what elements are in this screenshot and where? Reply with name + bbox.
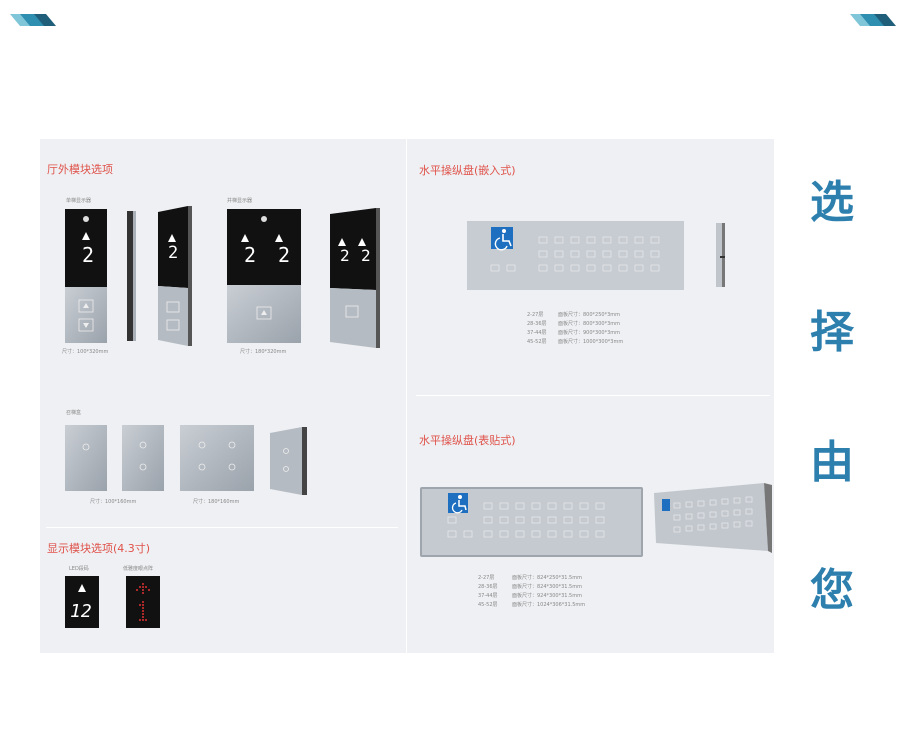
led-floor-number: 12: [70, 601, 92, 622]
embedded-panel-title: 水平操纵盘(嵌入式): [419, 164, 516, 177]
embedded-spec-list: 2-27层面板尺寸：800*250*3mm 28-36层面板尺寸：800*300…: [527, 311, 623, 347]
corner-stripes-left-icon: [10, 14, 56, 26]
dual-display-panel: [227, 209, 301, 343]
surface-spec-list: 2-27层面板尺寸：824*250*31.5mm 28-36层面板尺寸：824*…: [478, 574, 585, 610]
call-box-size-1: 尺寸：100*160mm: [90, 499, 137, 505]
angled-floor-number-left: 2: [340, 246, 350, 265]
embedded-control-panel: [467, 221, 684, 290]
embedded-spec-row: 45-52层面板尺寸：1000*300*3mm: [527, 339, 624, 345]
call-box-dual: [180, 425, 254, 491]
dot-matrix-label: 低雅度眼点阵: [123, 566, 154, 572]
display-section-title: 显示模块选项(4.3寸): [47, 542, 151, 555]
slogan-char-1: 选: [810, 177, 854, 228]
embedded-spec-row: 37-44层面板尺寸：900*300*3mm: [527, 330, 621, 336]
dual-floor-number-right: 2: [278, 243, 291, 267]
embedded-spec-row: 28-36层面板尺寸：800*300*3mm: [527, 321, 621, 327]
dot-matrix-display: [126, 576, 160, 628]
single-display-angled: [158, 206, 192, 346]
dual-display-angled: [330, 208, 380, 348]
slogan-char-4: 您: [810, 565, 854, 616]
surface-control-panel: [420, 487, 643, 557]
single-display-panel: [65, 209, 107, 343]
slogan-char-2: 择: [810, 307, 854, 358]
surface-spec-row: 45-52层面板尺寸：1024*306*31.5mm: [478, 602, 586, 608]
call-box-angled: [270, 427, 307, 495]
surface-panel-title: 水平操纵盘(表贴式): [419, 434, 516, 447]
single-floor-number: 2: [82, 243, 95, 267]
single-display-label: 单梯显示器: [66, 198, 92, 204]
surface-panel-angled: [654, 483, 772, 553]
call-box-size-2: 尺寸：180*160mm: [193, 499, 240, 505]
surface-spec-row: 37-44层面板尺寸：924*300*31.5mm: [478, 593, 582, 599]
led-segment-label: LED段码: [69, 566, 89, 572]
single-angled-floor-number: 2: [168, 243, 179, 263]
call-box-single-up: [65, 425, 107, 491]
surface-spec-row: 28-36层面板尺寸：824*300*31.5mm: [478, 584, 582, 590]
surface-spec-row: 2-27层面板尺寸：824*250*31.5mm: [478, 575, 582, 581]
right-divider: [416, 395, 770, 396]
single-display-size: 尺寸：100*320mm: [62, 349, 109, 355]
angled-floor-number-right: 2: [361, 246, 371, 265]
embedded-spec-row: 2-27层面板尺寸：800*250*3mm: [527, 312, 621, 318]
corner-stripes-right-icon: [850, 14, 896, 26]
slogan-char-3: 由: [810, 437, 854, 488]
call-box-label: 召梯盒: [66, 410, 82, 416]
dual-floor-number-left: 2: [244, 243, 257, 267]
single-display-side: [127, 211, 136, 341]
embedded-panel-side: [716, 223, 725, 287]
dual-display-label: 并梯显示器: [227, 198, 253, 204]
left-divider: [46, 527, 398, 528]
panel-vertical-divider: [406, 139, 407, 653]
led-segment-display: [65, 576, 99, 628]
call-box-single-updown: [122, 425, 164, 491]
hall-section-title: 厅外模块选项: [47, 163, 113, 176]
dual-display-size: 尺寸：180*320mm: [240, 349, 287, 355]
